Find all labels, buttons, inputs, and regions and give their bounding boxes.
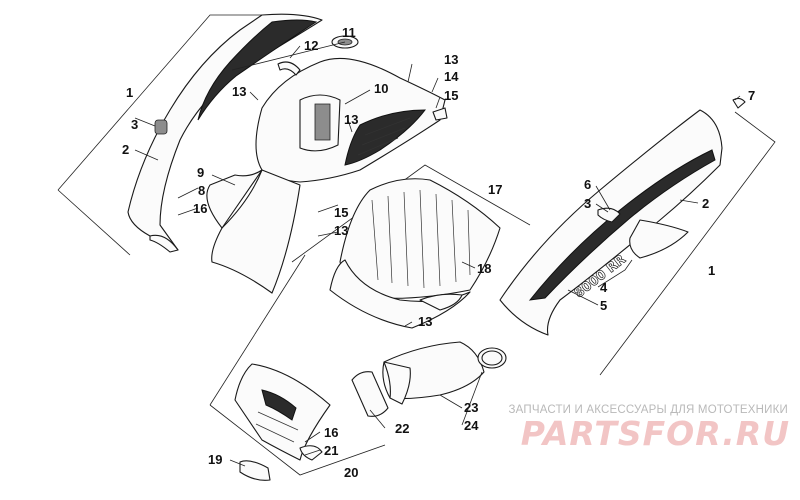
callout-21: 21 bbox=[324, 443, 338, 458]
callout-13-d: 13 bbox=[334, 223, 348, 238]
callout-12: 12 bbox=[304, 38, 318, 53]
callout-14: 14 bbox=[444, 69, 459, 84]
watermark-subtitle: ЗАПЧАСТИ И АКСЕССУАРЫ ДЛЯ МОТОТЕХНИКИ bbox=[508, 404, 788, 416]
callout-17: 17 bbox=[488, 182, 502, 197]
callout-18: 18 bbox=[477, 261, 491, 276]
callout-8: 8 bbox=[198, 183, 205, 198]
callout-24: 24 bbox=[464, 418, 479, 433]
callout-3-left: 3 bbox=[131, 117, 138, 132]
callout-23: 23 bbox=[464, 400, 478, 415]
callout-1-right: 1 bbox=[708, 263, 715, 278]
callout-2-right: 2 bbox=[702, 196, 709, 211]
callout-11: 11 bbox=[342, 25, 356, 40]
callout-15-top: 15 bbox=[444, 88, 458, 103]
callout-2-left: 2 bbox=[122, 142, 129, 157]
callout-16-bottom: 16 bbox=[324, 425, 338, 440]
front-grille bbox=[209, 254, 386, 481]
callout-13-b: 13 bbox=[344, 112, 358, 127]
under-tray bbox=[291, 164, 531, 329]
callout-3-right: 3 bbox=[584, 196, 591, 211]
callout-10: 10 bbox=[374, 81, 388, 96]
callout-13-e: 13 bbox=[418, 314, 432, 329]
callout-15-mid: 15 bbox=[334, 205, 348, 220]
front-hood bbox=[206, 35, 448, 294]
callout-9: 9 bbox=[197, 165, 204, 180]
callout-6: 6 bbox=[584, 177, 591, 192]
air-intake bbox=[351, 341, 507, 417]
callout-22: 22 bbox=[395, 421, 409, 436]
leader-lines bbox=[134, 41, 741, 467]
right-side-panel: 8000 RR bbox=[499, 97, 776, 376]
callout-5: 5 bbox=[600, 298, 607, 313]
callout-13-c: 13 bbox=[444, 52, 458, 67]
callout-labels: 1 3 2 9 8 16 11 12 13 10 13 13 14 15 17 … bbox=[122, 25, 755, 480]
left-side-panel bbox=[57, 13, 323, 256]
callout-16-top: 16 bbox=[193, 201, 207, 216]
callout-20: 20 bbox=[344, 465, 358, 480]
callout-4: 4 bbox=[600, 280, 608, 295]
callout-19: 19 bbox=[208, 452, 222, 467]
callout-1-left: 1 bbox=[126, 85, 133, 100]
callout-7: 7 bbox=[748, 88, 755, 103]
watermark-logo: PARTSFOR.RU bbox=[520, 414, 790, 453]
callout-13-a: 13 bbox=[232, 84, 246, 99]
